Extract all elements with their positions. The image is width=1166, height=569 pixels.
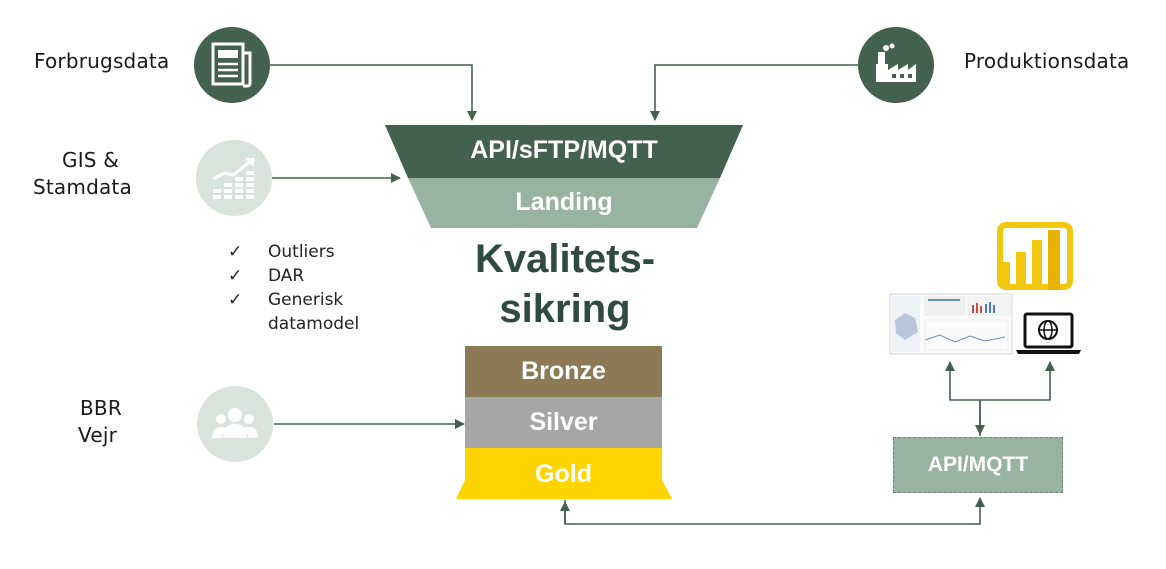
label-produktionsdata: Produktionsdata bbox=[964, 49, 1130, 73]
check-item: ✓ DAR bbox=[228, 264, 378, 288]
label-gis-line1: GIS & bbox=[62, 148, 120, 172]
people-icon bbox=[212, 408, 258, 438]
check-item: ✓ Generisk datamodel bbox=[228, 288, 378, 336]
arrow-to-dashboard bbox=[945, 361, 980, 401]
arrow-to-web bbox=[980, 361, 1055, 401]
newspaper-icon bbox=[211, 42, 252, 88]
arrow-gold-to-api bbox=[564, 497, 985, 525]
quality-title-line2: sikring bbox=[499, 287, 631, 331]
check-item: ✓ Outliers bbox=[228, 240, 378, 264]
label-gis-line2: Stamdata bbox=[33, 175, 132, 199]
silver-label: Silver bbox=[529, 408, 598, 436]
laptop-globe-icon bbox=[1016, 312, 1081, 354]
funnel-top-label: API/sFTP/MQTT bbox=[470, 136, 658, 164]
label-bbr-line2: Vejr bbox=[78, 423, 118, 447]
arrow-forbrugsdata bbox=[270, 64, 477, 121]
growth-chart-icon bbox=[212, 158, 255, 199]
quality-title-line1: Kvalitets- bbox=[474, 237, 656, 281]
power-bi-icon bbox=[997, 222, 1073, 290]
gis-icon-circle bbox=[196, 140, 272, 216]
label-forbrugsdata: Forbrugsdata bbox=[34, 49, 170, 73]
bbr-icon-circle bbox=[197, 386, 273, 462]
arrow-produktionsdata bbox=[650, 64, 858, 121]
funnel-top bbox=[385, 125, 743, 178]
api-mqtt-label: API/MQTT bbox=[927, 453, 1029, 476]
gold-label: Gold bbox=[535, 460, 592, 488]
bronze-label: Bronze bbox=[521, 357, 606, 385]
label-bbr-line1: BBR bbox=[80, 396, 122, 420]
check-text: Generisk datamodel bbox=[268, 290, 360, 334]
dashboard-thumbnail bbox=[889, 293, 1013, 355]
funnel-bottom-label: Landing bbox=[515, 188, 613, 216]
gold-layer bbox=[456, 448, 672, 499]
bronze-layer bbox=[465, 346, 662, 397]
funnel-bottom bbox=[408, 178, 720, 228]
quality-checklist: ✓ Outliers ✓ DAR ✓ Generisk datamodel bbox=[228, 240, 378, 336]
forbrugsdata-icon-circle bbox=[194, 27, 270, 103]
produktionsdata-icon-circle bbox=[858, 27, 934, 103]
silver-layer bbox=[465, 397, 662, 448]
check-text: Outliers bbox=[268, 242, 335, 262]
checkmark-icon: ✓ bbox=[228, 242, 243, 262]
checkmark-icon: ✓ bbox=[228, 290, 243, 310]
check-text: DAR bbox=[268, 266, 305, 286]
factory-icon bbox=[876, 43, 916, 82]
checkmark-icon: ✓ bbox=[228, 266, 243, 286]
api-mqtt-box: API/MQTT bbox=[893, 437, 1063, 493]
